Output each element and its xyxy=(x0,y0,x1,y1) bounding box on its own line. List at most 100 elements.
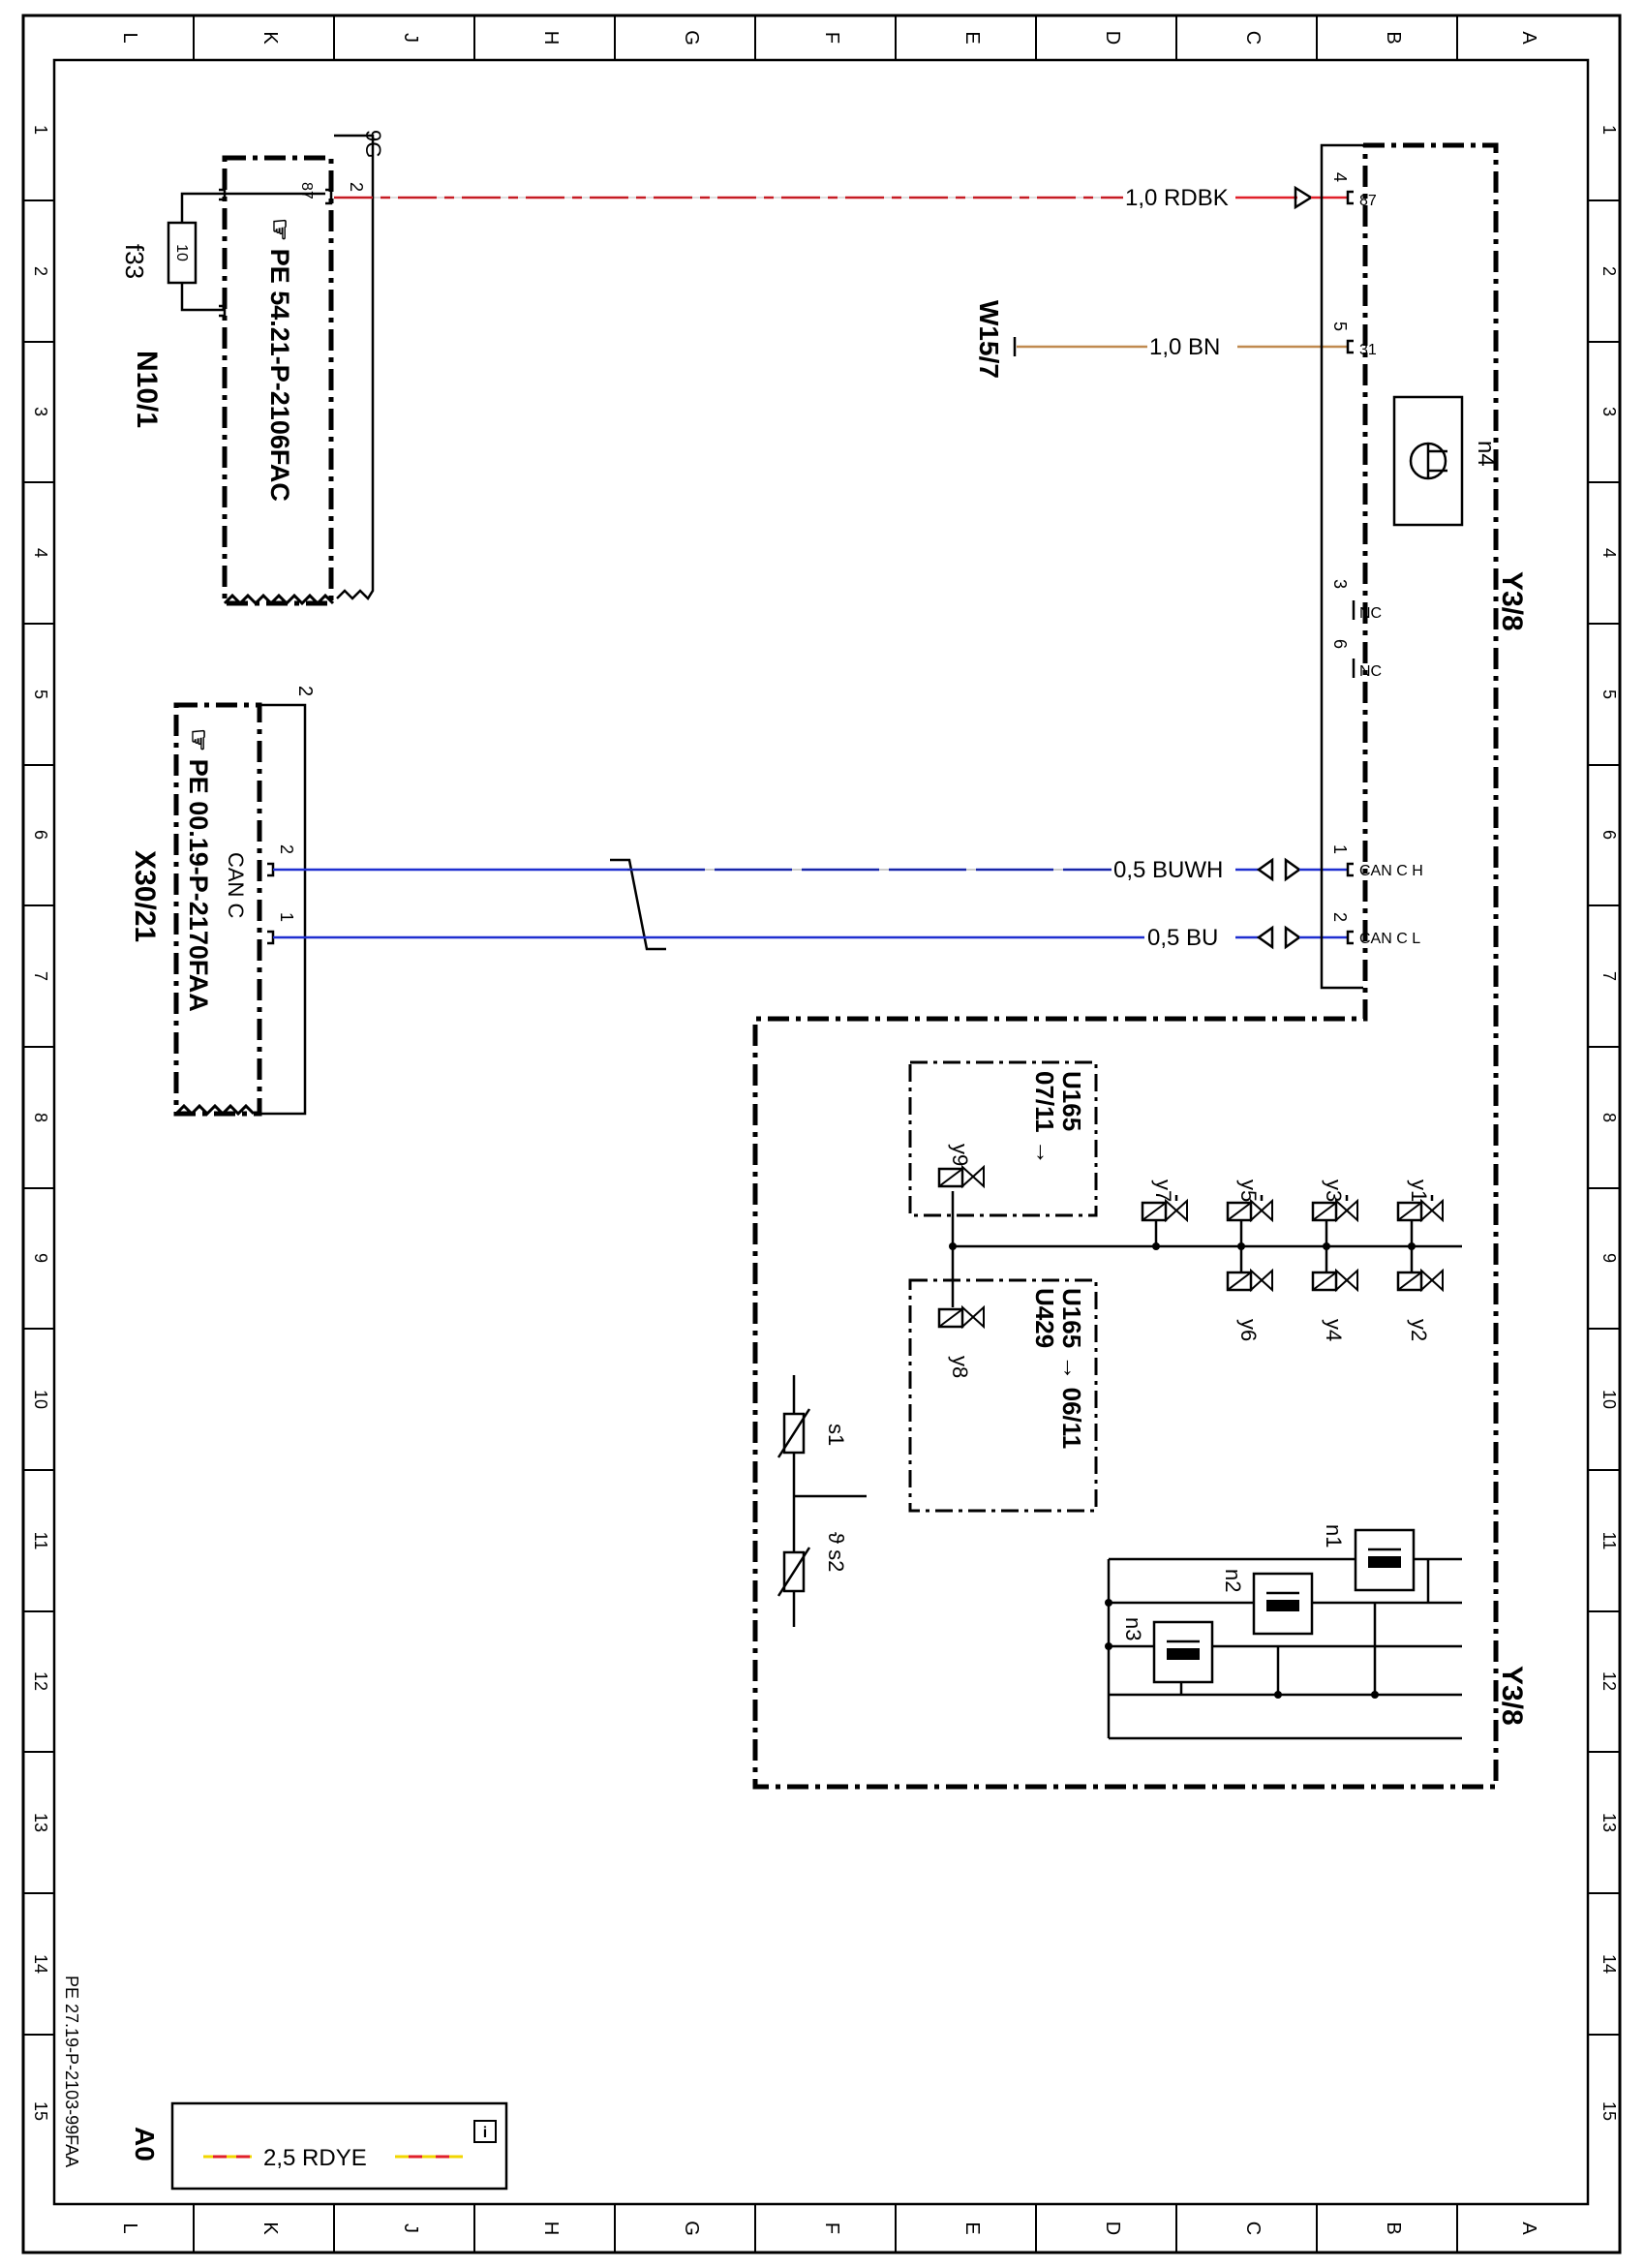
x30-21-break-line xyxy=(174,1103,256,1117)
column-grid xyxy=(193,15,1458,2253)
col-label: J xyxy=(400,33,421,43)
junction-dot xyxy=(949,1242,957,1250)
valve-label: y9 xyxy=(948,1144,972,1166)
x30-21-ref: ☞ PE 00.19-P-2170FAA xyxy=(184,728,213,1012)
fuse-wire xyxy=(180,192,225,312)
sensor-s2-label: ϑ s2 xyxy=(824,1532,848,1572)
valve-label: y8 xyxy=(948,1356,972,1378)
pointing-hand-icon: ☞ xyxy=(184,728,213,759)
col-label: L xyxy=(119,2222,140,2233)
row-label: 2 xyxy=(1599,266,1619,276)
junction-dot xyxy=(1371,1691,1379,1699)
pin-terminal xyxy=(1346,190,1354,205)
connector-9g-label: 9G xyxy=(361,130,385,158)
solenoid-icon xyxy=(1227,1202,1252,1221)
y3-8-pin-6: 6 xyxy=(1330,639,1350,649)
row-label: 11 xyxy=(1599,1532,1619,1550)
col-label: F xyxy=(821,32,842,44)
junction-dot xyxy=(1105,1599,1112,1607)
row-label: 8 xyxy=(31,1113,50,1122)
variant-1-code: U165 xyxy=(1057,1071,1086,1131)
valve-icon xyxy=(1250,1268,1273,1293)
valve-icon xyxy=(1335,1198,1358,1223)
transistor-box xyxy=(1392,395,1464,527)
x30-21-top-pin: 2 xyxy=(294,686,316,696)
junction-dot xyxy=(1105,1642,1112,1650)
y3-8-outline xyxy=(1320,143,1363,990)
row-label: 9 xyxy=(1599,1253,1619,1263)
valve-icon xyxy=(1165,1198,1188,1223)
y3-8-pin-nc: NC xyxy=(1359,663,1382,680)
valve-label: y1 xyxy=(1407,1180,1431,1202)
row-label: 3 xyxy=(31,407,50,416)
row-label: 14 xyxy=(31,1954,50,1974)
col-label: G xyxy=(681,2221,702,2236)
bidirectional-arrow-icon xyxy=(1256,857,1302,882)
sensor-s1: s1 xyxy=(777,1408,848,1458)
regulator-label: n1 xyxy=(1322,1524,1346,1548)
valve-label: y6 xyxy=(1236,1319,1261,1341)
y3-8-pin-2: 2 xyxy=(1330,912,1350,922)
n10-1-ref-text: PE 54.21-P-2106FAC xyxy=(265,249,294,502)
col-label: E xyxy=(961,2222,983,2234)
legend-box xyxy=(170,2101,508,2191)
row-label: 2 xyxy=(31,266,50,276)
wire-buwh: 0,5 BUWH xyxy=(273,857,1348,951)
solenoid-icon xyxy=(1397,1202,1422,1221)
y3-8-pin-can-h: CAN C H xyxy=(1359,863,1423,879)
n10-1-pin-2: 2 xyxy=(347,182,366,192)
valve-y1: y1 xyxy=(1396,1180,1444,1246)
y3-8-pin-1: 1 xyxy=(1330,844,1350,854)
x30-21-pin-2: 2 xyxy=(277,844,296,854)
component-n10-1: 9G 10 f33 87 2 ☞ PE 54.21-P-2106FAC N10/… xyxy=(120,130,385,606)
row-label: 7 xyxy=(31,971,50,981)
row-label: 12 xyxy=(31,1671,50,1691)
component-x30-21: 2 2 1 CAN C ☞ PE 00.19-P-2170FAA X30/21 xyxy=(129,686,316,1117)
valve-block: y7 y5 y3 y1 xyxy=(908,1060,1462,1513)
variant-1-date-text: 07/11 xyxy=(1030,1071,1059,1133)
column-labels-top: L K J H G F E D C B A xyxy=(119,30,1539,46)
row-label: 5 xyxy=(1599,690,1619,699)
inner-frame xyxy=(52,58,1590,2206)
n10-1-label: N10/1 xyxy=(131,351,163,428)
temperature-symbol: ϑ xyxy=(824,1532,848,1544)
row-labels-left: 1 2 3 4 5 6 7 8 9 10 11 12 13 14 15 xyxy=(31,125,50,2121)
solenoid-icon xyxy=(938,1168,963,1187)
row-label: 14 xyxy=(1599,1954,1619,1974)
legend-wire-label: 2,5 RDYE xyxy=(263,2145,367,2171)
x30-21-box xyxy=(173,702,262,1117)
valve-icon xyxy=(1420,1268,1444,1293)
col-label: E xyxy=(961,31,983,44)
valve-y3: y3 xyxy=(1311,1180,1358,1246)
pin-terminal xyxy=(1346,862,1354,877)
col-label: F xyxy=(821,2222,842,2234)
col-label: L xyxy=(119,32,140,43)
regulator-label: n2 xyxy=(1221,1569,1245,1592)
can-twist-marker xyxy=(610,858,666,951)
row-label: 3 xyxy=(1599,407,1619,416)
transistor-label: n4 xyxy=(1473,441,1499,467)
valve-label: y2 xyxy=(1407,1319,1431,1341)
row-label: 9 xyxy=(31,1253,50,1263)
row-label: 13 xyxy=(31,1813,50,1832)
row-label: 1 xyxy=(31,125,50,135)
x30-21-outline xyxy=(259,703,307,1116)
valve-y6: y6 xyxy=(1226,1246,1273,1341)
arrow-down-icon: → xyxy=(1030,1133,1059,1165)
col-label: B xyxy=(1383,2222,1404,2234)
wire-label-rdbk: 1,0 RDBK xyxy=(1125,185,1229,211)
solenoid-icon xyxy=(1312,1202,1337,1221)
x30-21-pin-2-terminal xyxy=(267,862,275,877)
row-label: 10 xyxy=(1599,1390,1619,1409)
info-icon xyxy=(473,2120,497,2143)
col-label: H xyxy=(540,2222,562,2235)
col-label: G xyxy=(681,30,702,46)
wire-label-buwh: 0,5 BUWH xyxy=(1113,857,1223,883)
valve-y8: y8 xyxy=(937,1304,985,1378)
coil-icon xyxy=(1167,1648,1200,1660)
variant-2-code-1-text: U165 xyxy=(1057,1288,1086,1348)
wire-label-bn: 1,0 BN xyxy=(1149,334,1220,360)
regulator-n3: n3 xyxy=(1121,1617,1214,1684)
col-label: C xyxy=(1242,31,1264,45)
